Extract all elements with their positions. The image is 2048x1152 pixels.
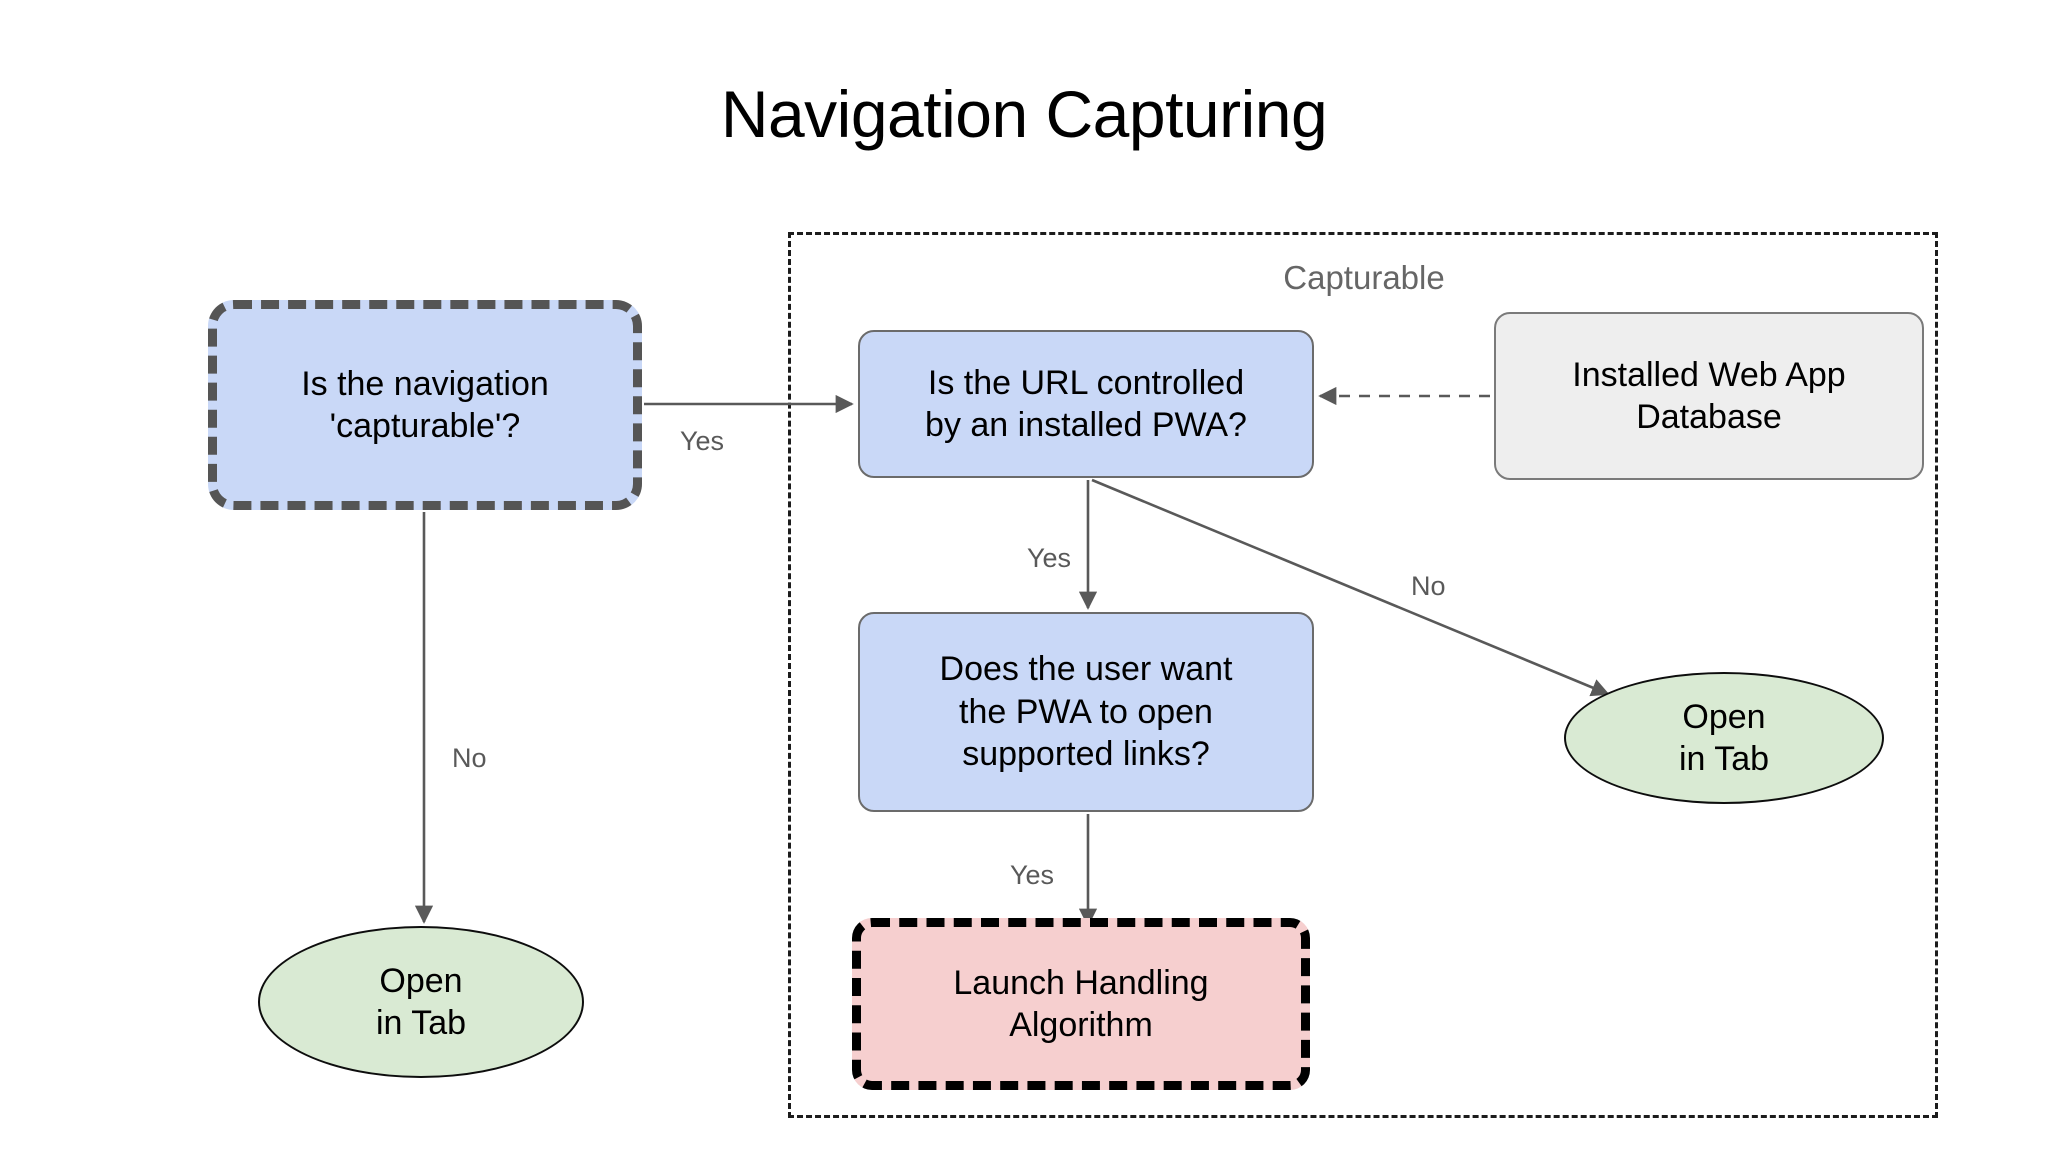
node-label: Open in Tab: [1678, 697, 1770, 779]
node-is-navigation-capturable[interactable]: Is the navigation 'capturable'?: [208, 300, 642, 510]
edge-label-yes-capturable: Yes: [680, 426, 725, 456]
capturable-group-label: Capturable: [1283, 259, 1445, 296]
node-label: Does the user want the PWA to open suppo…: [939, 650, 1233, 774]
edge-label-yes-user-want: Yes: [1010, 860, 1055, 890]
page-title: Navigation Capturing: [720, 77, 1328, 151]
node-installed-web-app-database[interactable]: Installed Web App Database: [1494, 312, 1924, 480]
node-does-user-want-pwa-open-links[interactable]: Does the user want the PWA to open suppo…: [858, 612, 1314, 812]
node-label: Is the navigation 'capturable'?: [301, 364, 549, 446]
edge-label-no-url: No: [1411, 571, 1446, 601]
node-label: Launch Handling Algorithm: [953, 963, 1209, 1045]
node-is-url-controlled-by-pwa[interactable]: Is the URL controlled by an installed PW…: [858, 330, 1314, 478]
node-open-in-tab-left[interactable]: Open in Tab: [258, 926, 584, 1078]
node-open-in-tab-right[interactable]: Open in Tab: [1564, 672, 1884, 804]
node-launch-handling-algorithm[interactable]: Launch Handling Algorithm: [852, 918, 1310, 1090]
node-label: Installed Web App Database: [1572, 355, 1846, 437]
capturable-group-container: [788, 232, 1938, 1118]
node-label: Is the URL controlled by an installed PW…: [925, 363, 1247, 445]
edge-label-no-capturable: No: [452, 743, 487, 773]
edge-label-yes-url: Yes: [1027, 543, 1072, 573]
node-label: Open in Tab: [375, 961, 467, 1043]
